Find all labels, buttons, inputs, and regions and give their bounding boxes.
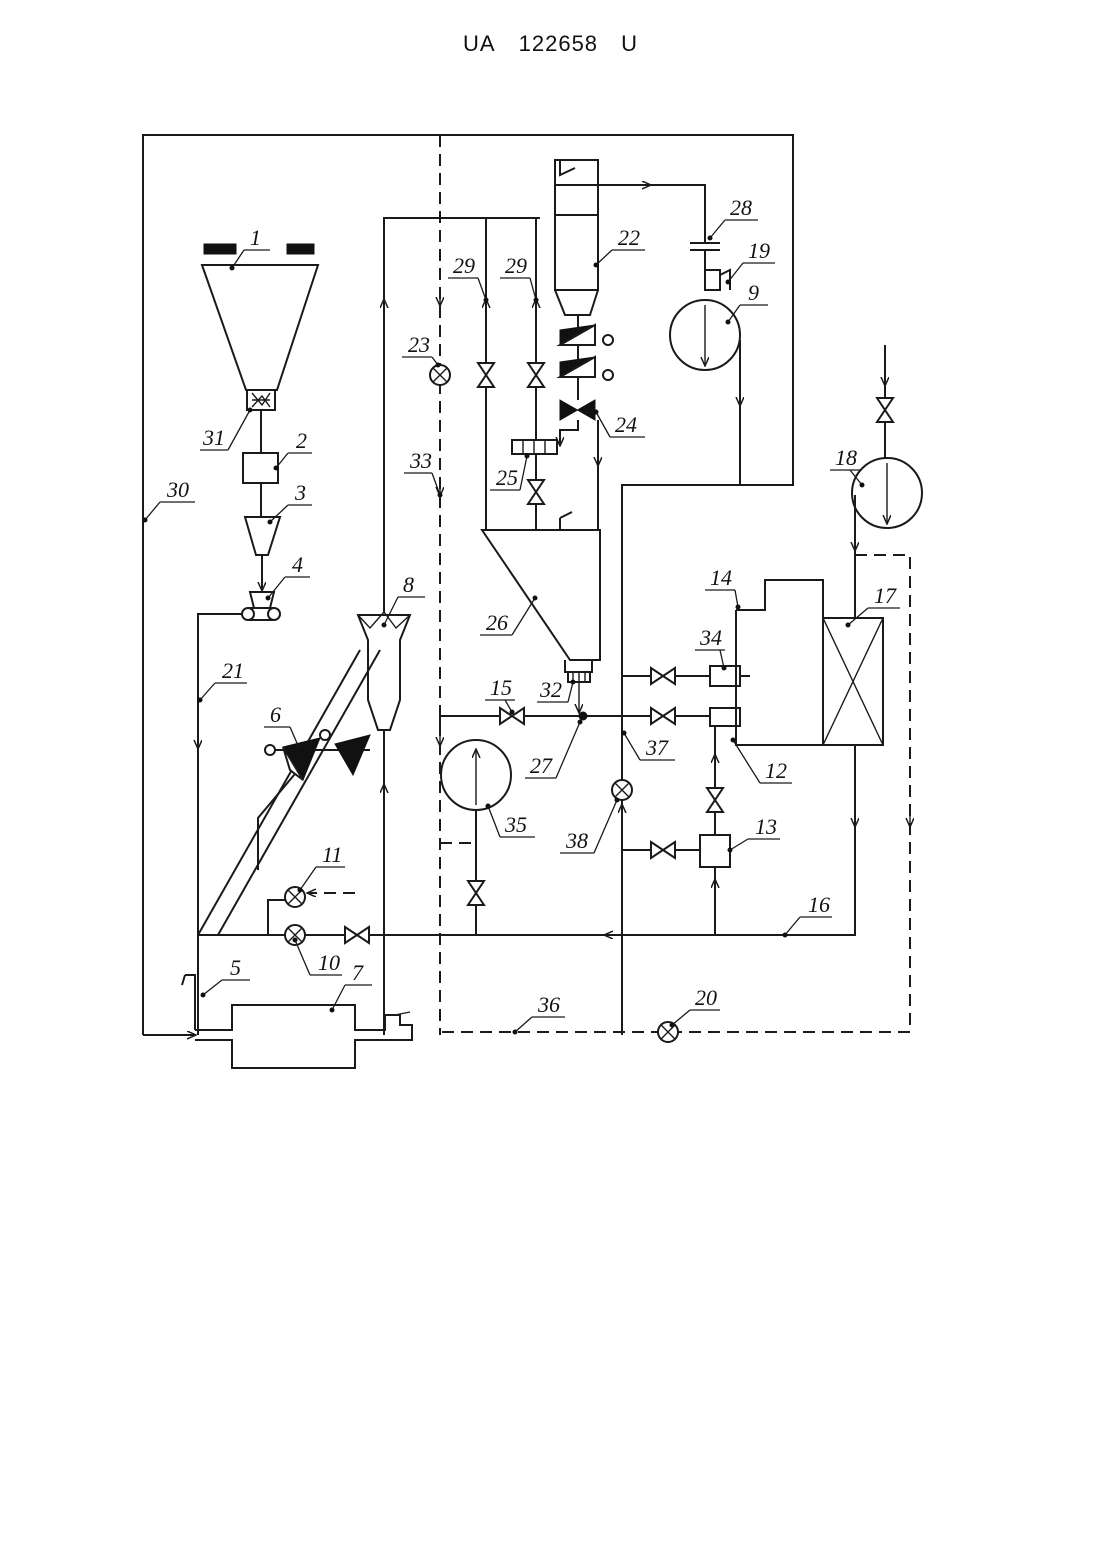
svg-text:4: 4	[292, 552, 303, 577]
svg-text:19: 19	[748, 238, 770, 263]
callout-22: 22	[594, 225, 645, 267]
svg-text:5: 5	[230, 955, 241, 980]
svg-text:12: 12	[765, 758, 787, 783]
svg-text:32: 32	[539, 677, 562, 702]
valve-20	[658, 1022, 678, 1042]
device-25	[512, 430, 560, 530]
callout-29b: 29	[500, 253, 538, 302]
svg-text:6: 6	[270, 702, 281, 727]
callout-35: 35	[486, 804, 535, 837]
svg-text:17: 17	[874, 583, 897, 608]
callout-27: 27	[525, 720, 582, 778]
callout-36: 36	[513, 992, 565, 1034]
svg-text:30: 30	[166, 477, 189, 502]
svg-text:24: 24	[615, 412, 637, 437]
svg-text:16: 16	[808, 892, 830, 917]
callout-30: 30	[143, 477, 195, 522]
callout-33: 33	[404, 448, 442, 497]
cyclone-8	[358, 300, 410, 1035]
svg-text:22: 22	[618, 225, 640, 250]
hopper-1	[202, 244, 318, 453]
svg-text:14: 14	[710, 565, 732, 590]
callout-28: 28	[708, 195, 758, 240]
callouts: 1 2 3 4 5 6 7 8 9 10 11 12 13 14 15 16 1…	[143, 195, 900, 1034]
callout-3: 3	[268, 480, 312, 524]
svg-text:38: 38	[565, 828, 588, 853]
svg-text:29: 29	[505, 253, 527, 278]
svg-text:35: 35	[504, 812, 527, 837]
callout-34: 34	[695, 625, 726, 670]
device-34	[710, 666, 750, 726]
svg-text:11: 11	[322, 842, 342, 867]
callout-2: 2	[274, 428, 312, 470]
callout-25: 25	[490, 454, 529, 490]
svg-text:37: 37	[645, 735, 669, 760]
valve-38	[612, 780, 632, 800]
svg-text:28: 28	[730, 195, 752, 220]
callout-5: 5	[201, 955, 250, 997]
svg-text:10: 10	[318, 950, 340, 975]
callout-31: 31	[200, 408, 252, 450]
svg-text:8: 8	[403, 572, 414, 597]
callout-20: 20	[670, 985, 720, 1027]
valve-10-11	[268, 887, 355, 945]
svg-text:1: 1	[250, 225, 261, 250]
callout-37: 37	[622, 731, 675, 760]
svg-text:34: 34	[699, 625, 722, 650]
callout-24: 24	[594, 410, 645, 437]
svg-text:13: 13	[755, 814, 777, 839]
svg-text:21: 21	[222, 658, 244, 683]
svg-text:29: 29	[453, 253, 475, 278]
svg-text:31: 31	[202, 425, 225, 450]
callout-16: 16	[783, 892, 832, 937]
exchanger-17	[823, 618, 883, 745]
callout-29a: 29	[448, 253, 488, 302]
callout-38: 38	[560, 798, 619, 853]
valve-6	[265, 730, 370, 780]
junction-27	[440, 708, 622, 745]
callout-4: 4	[266, 552, 310, 600]
drum-7	[182, 975, 412, 1068]
callout-13: 13	[728, 814, 780, 852]
valve-23	[430, 365, 450, 385]
svg-text:2: 2	[296, 428, 307, 453]
callout-26: 26	[480, 596, 537, 635]
svg-text:36: 36	[537, 992, 560, 1017]
device-3	[245, 517, 280, 555]
feeder-4	[242, 592, 280, 620]
svg-text:20: 20	[695, 985, 717, 1010]
svg-text:27: 27	[530, 753, 553, 778]
callout-23: 23	[402, 332, 440, 367]
line-37	[622, 668, 710, 724]
device-14	[736, 580, 823, 745]
svg-text:3: 3	[294, 480, 306, 505]
callout-19: 19	[726, 238, 775, 284]
svg-text:26: 26	[486, 610, 508, 635]
svg-text:7: 7	[352, 960, 364, 985]
column-29-left	[478, 218, 494, 530]
svg-text:18: 18	[835, 445, 857, 470]
svg-text:15: 15	[490, 675, 512, 700]
callout-18: 18	[830, 445, 864, 487]
callout-11: 11	[298, 842, 345, 892]
device-2	[243, 453, 278, 483]
column-29-right	[528, 218, 544, 460]
callout-21: 21	[198, 658, 247, 702]
svg-text:25: 25	[496, 465, 518, 490]
callout-14: 14	[705, 565, 740, 609]
fan-18	[852, 345, 922, 618]
svg-text:9: 9	[748, 280, 759, 305]
svg-text:33: 33	[409, 448, 432, 473]
fan-9	[670, 225, 740, 485]
valve-stack-24	[560, 315, 613, 530]
svg-text:23: 23	[408, 332, 430, 357]
